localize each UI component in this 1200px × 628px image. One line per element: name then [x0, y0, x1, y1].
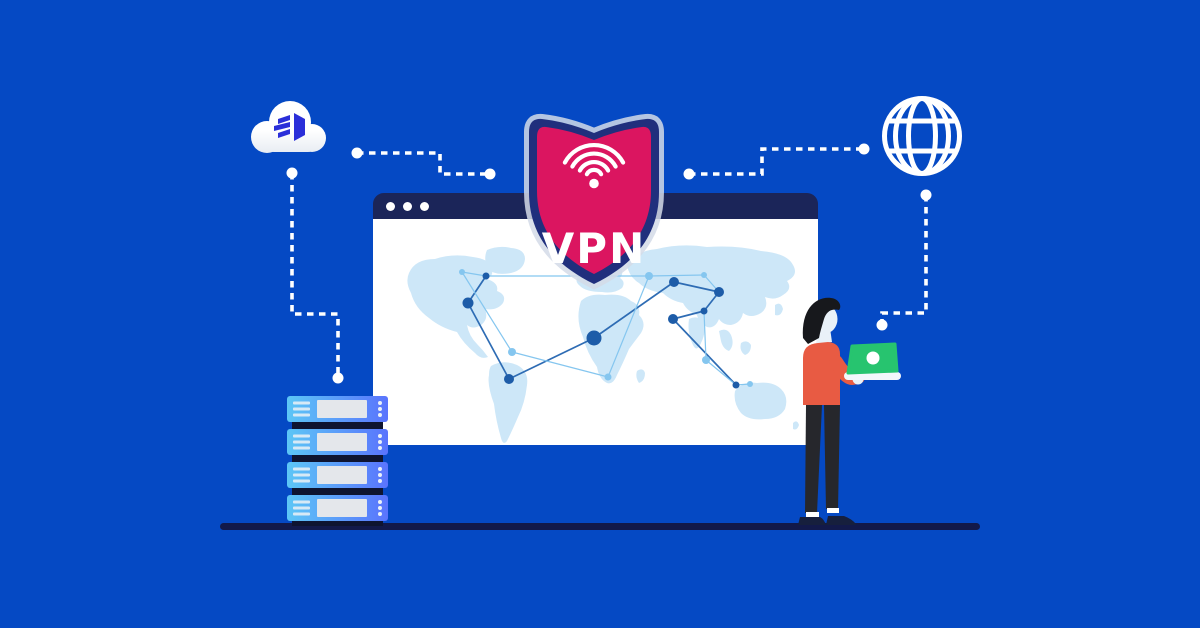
vpn-label: VPN [542, 224, 646, 273]
server-unit [287, 396, 388, 422]
server-unit [287, 429, 388, 455]
server-base [292, 521, 383, 526]
map-node-H [482, 272, 490, 280]
person-sock [806, 512, 819, 517]
server-vents [293, 498, 310, 519]
laptop-logo-icon [866, 351, 880, 365]
map-link [673, 281, 720, 293]
server-vents [293, 399, 310, 420]
person-leg [824, 405, 840, 509]
connector-node-dot [920, 189, 932, 201]
map-node-P [732, 381, 740, 389]
map-node-O [668, 314, 678, 324]
map-node-E [604, 373, 612, 381]
server-separator [292, 455, 383, 462]
server-separator [292, 422, 383, 429]
connector-node-dot [286, 167, 298, 179]
window-control-dot [420, 201, 429, 211]
connector-node-dot [858, 143, 870, 155]
server-leds [378, 399, 382, 419]
server-leds [378, 432, 382, 452]
server-unit [287, 495, 388, 521]
vpn-shield: VPN [516, 106, 672, 298]
vpn-network-nodes [459, 269, 753, 389]
map-link [461, 271, 513, 353]
continents [407, 244, 799, 443]
person-leg [805, 405, 822, 513]
map-node-D [701, 272, 707, 278]
map-link [467, 302, 510, 380]
ground-line [220, 523, 980, 530]
map-node-M [714, 287, 724, 297]
server-unit [287, 462, 388, 488]
person-with-laptop [770, 288, 910, 533]
connector-node-dot [484, 168, 496, 180]
map-link [508, 337, 595, 380]
stacked-layers-logo-icon [274, 113, 305, 141]
server-leds [378, 498, 382, 518]
map-link [461, 271, 487, 277]
map-node-L [669, 277, 679, 287]
connector-node-dot [332, 372, 344, 384]
map-node-C [645, 272, 653, 280]
server-leds [378, 465, 382, 485]
window-control-dot [403, 201, 412, 211]
person-shoe [798, 517, 826, 525]
dashed-connector-3 [683, 143, 870, 180]
dashed-connector-2 [286, 167, 344, 384]
map-link [705, 359, 737, 386]
server-separator [292, 488, 383, 495]
map-node-A [459, 269, 465, 275]
map-node-I [462, 297, 474, 309]
person-torso [803, 342, 840, 405]
person-hair [802, 297, 841, 344]
dashed-connector-1 [351, 147, 496, 180]
server-panel [317, 499, 367, 517]
map-link [703, 310, 707, 361]
connector-node-dot [683, 168, 695, 180]
server-stack [287, 396, 388, 526]
connector-node-dot [351, 147, 363, 159]
map-node-G [747, 381, 753, 387]
map-link [607, 275, 650, 378]
server-vents [293, 465, 310, 486]
map-node-K [586, 330, 602, 346]
map-link [593, 281, 675, 339]
map-link [672, 318, 737, 386]
server-vents [293, 432, 310, 453]
server-panel [317, 400, 367, 418]
browser-window [373, 193, 818, 445]
wifi-icon [562, 143, 626, 189]
map-node-J [504, 374, 514, 384]
world-map [407, 244, 799, 443]
server-panel [317, 433, 367, 451]
person-shoe [826, 516, 857, 525]
map-link [672, 310, 705, 320]
map-node-B [508, 348, 516, 356]
person-sock [827, 508, 839, 513]
person [798, 297, 901, 525]
cloud-icon [243, 96, 335, 158]
browser-body [373, 219, 818, 445]
map-link [648, 274, 705, 277]
server-panel [317, 466, 367, 484]
map-node-N [700, 307, 708, 315]
window-control-dot [386, 201, 395, 211]
map-node-F [702, 356, 710, 364]
map-link [511, 351, 609, 378]
globe-icon [880, 94, 964, 178]
